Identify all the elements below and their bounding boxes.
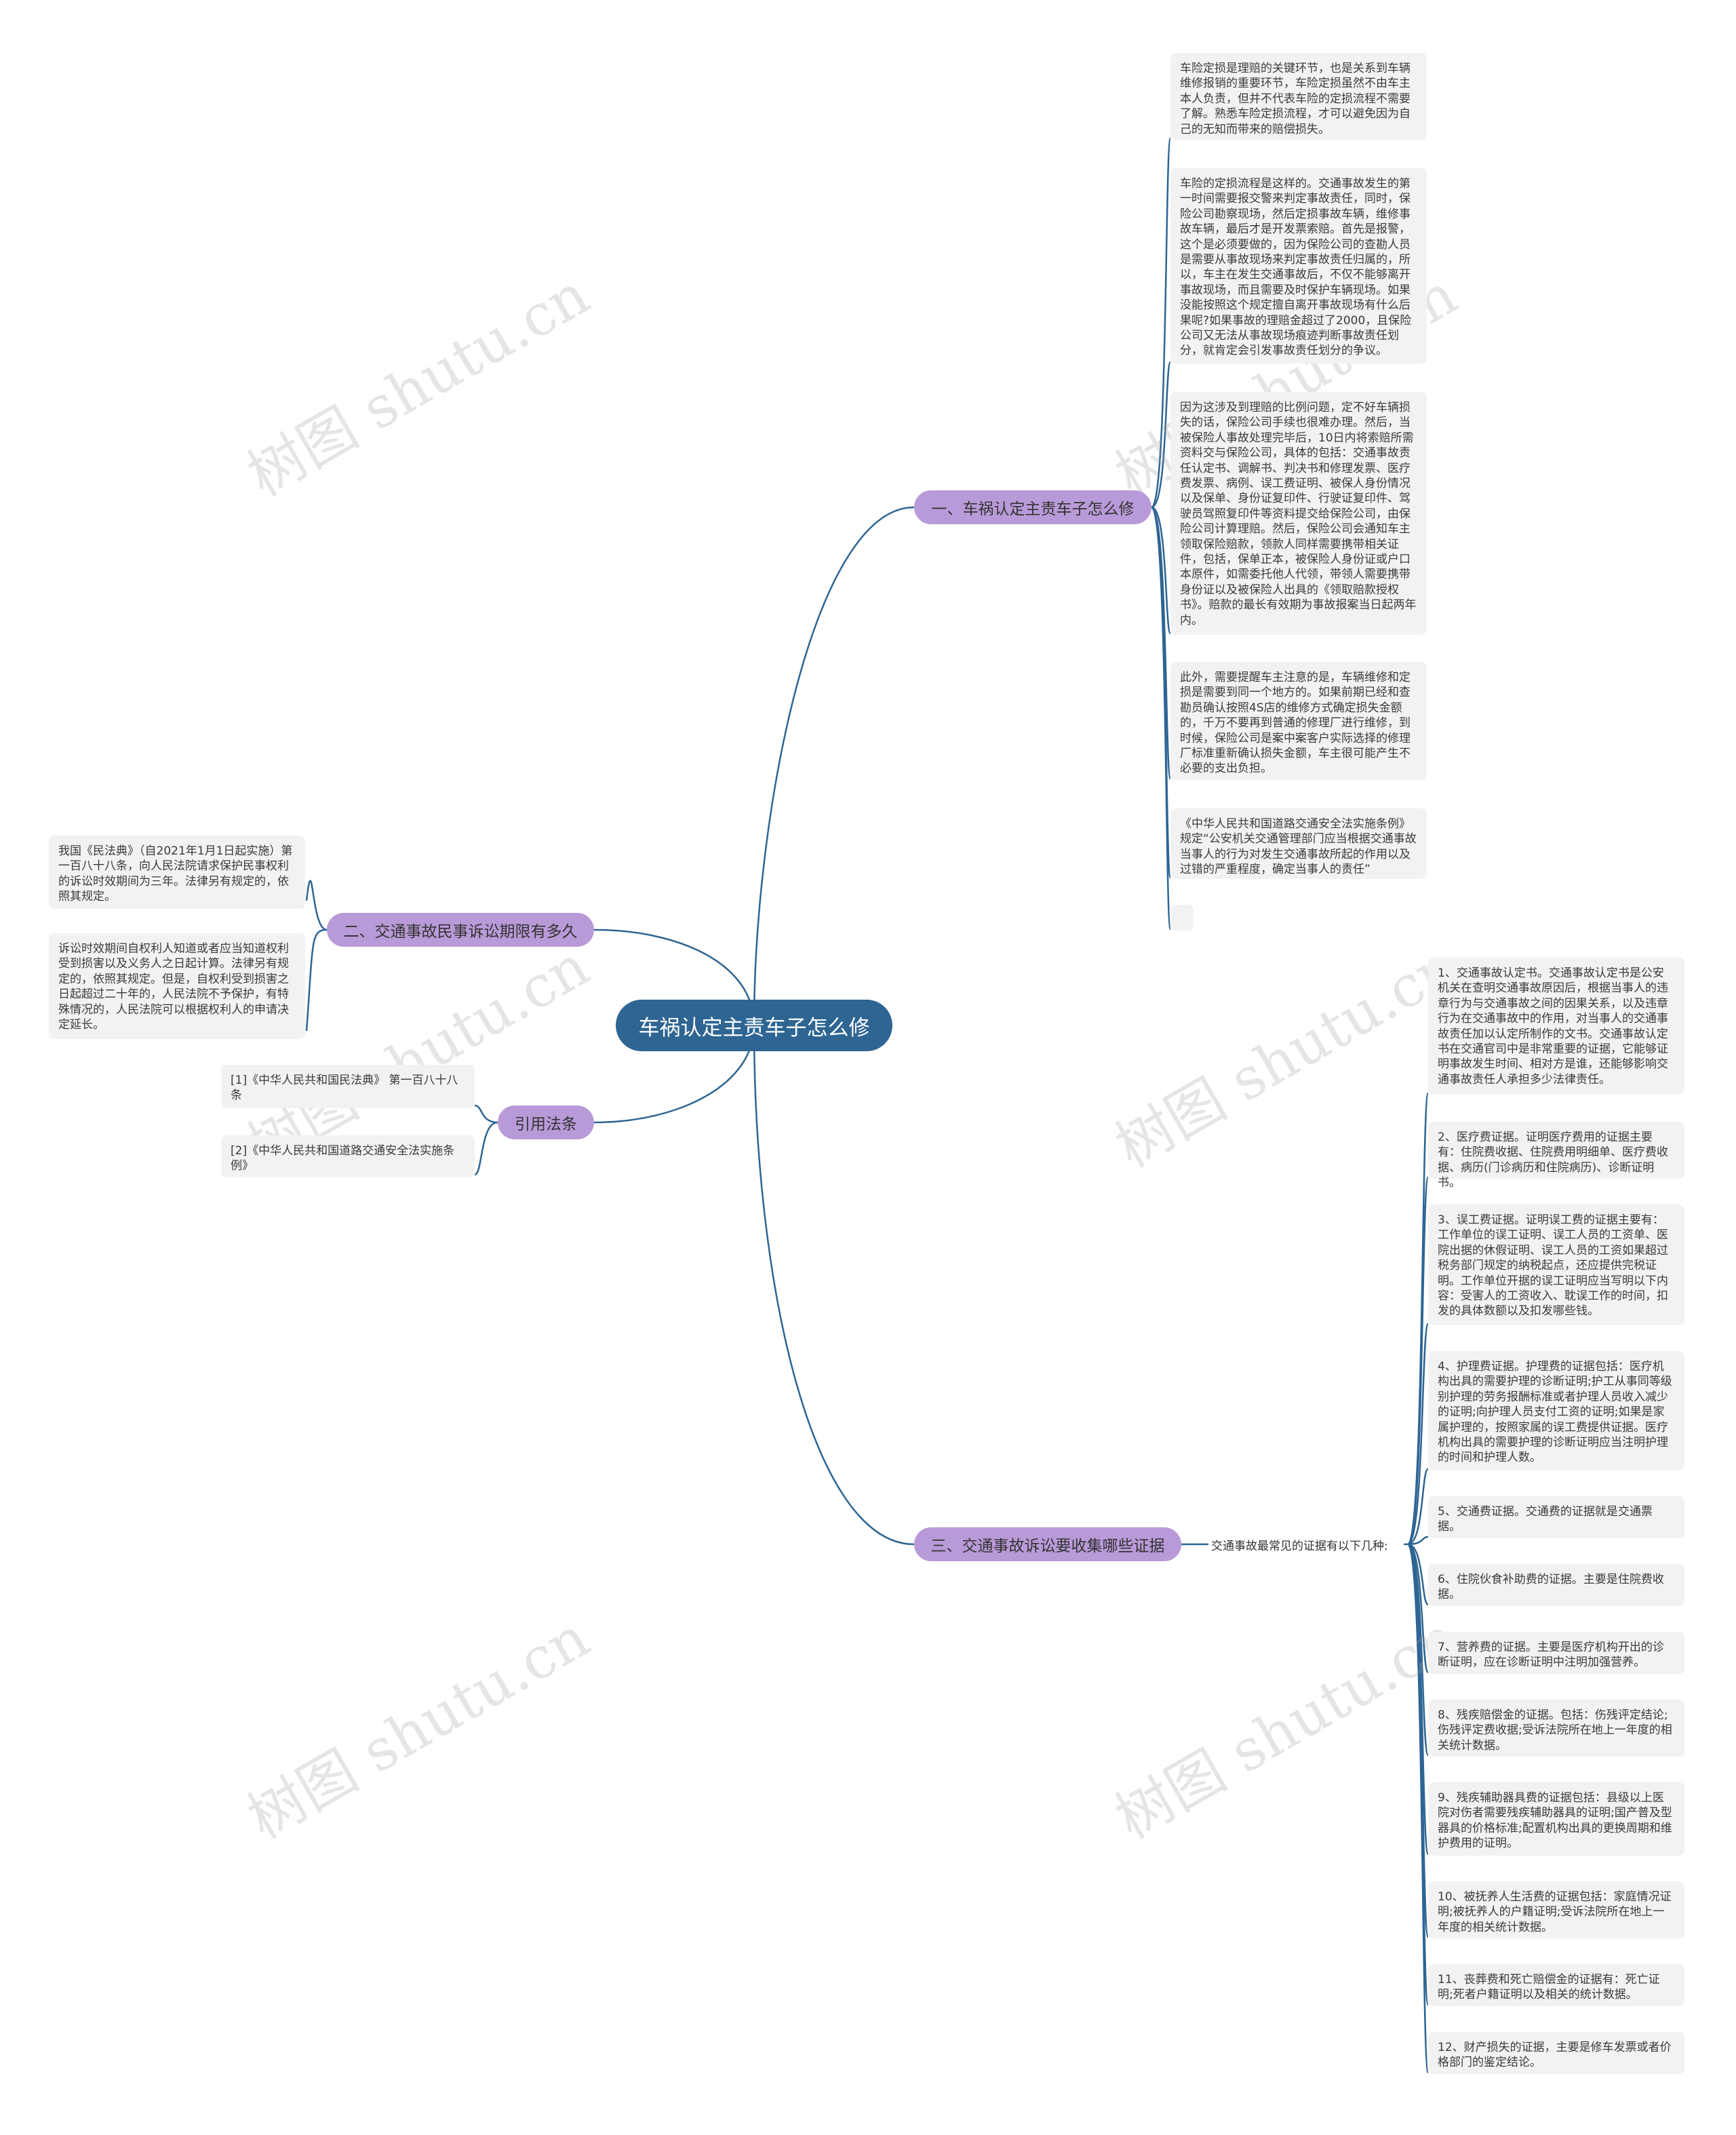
connector-branch4-leaf bbox=[1407, 1543, 1429, 1757]
connector-branch4-leaf bbox=[1407, 1543, 1429, 1674]
leaf-note[interactable]: 诉讼时效期间自权利人知道或者应当知道权利受到损害以及义务人之日起计算。法律另有规… bbox=[49, 933, 305, 1039]
connector-branch1-leaf bbox=[1150, 506, 1172, 931]
leaf-note[interactable]: [2]《中华人民共和国道路交通安全法实施条例》 bbox=[221, 1135, 475, 1177]
leaf-note[interactable]: 4、护理费证据。护理费的证据包括：医疗机构出具的需要护理的诊断证明;护工从事同等… bbox=[1428, 1351, 1684, 1470]
leaf-note-empty[interactable] bbox=[1170, 905, 1194, 931]
connector-branch4-leaf bbox=[1407, 1468, 1429, 1546]
branch-topic-3[interactable]: 引用法条 bbox=[498, 1105, 594, 1139]
leaf-note[interactable]: 6、住院伙食补助费的证据。主要是住院费收据。 bbox=[1428, 1564, 1684, 1606]
connector-branch4-leaf bbox=[1407, 1543, 1429, 1606]
leaf-note[interactable]: 因为这涉及到理赔的比例问题，定不好车辆损失的话，保险公司手续也很难办理。然后，当… bbox=[1170, 392, 1427, 635]
leaf-note[interactable]: 1、交通事故认定书。交通事故认定书是公安机关在查明交通事故原因后，根据当事人的违… bbox=[1428, 958, 1684, 1095]
branch-topic-4[interactable]: 三、交通事故诉讼要收集哪些证据 bbox=[914, 1527, 1181, 1561]
connector-branch1-leaf bbox=[1151, 506, 1172, 635]
leaf-note[interactable]: 我国《民法典》（自2021年1月1日起实施）第一百八十八条，向人民法院请求保护民… bbox=[49, 836, 305, 909]
connector-branch1-leaf bbox=[1150, 506, 1172, 780]
leaf-note[interactable]: 5、交通费证据。交通费的证据就是交通票据。 bbox=[1428, 1496, 1684, 1538]
leaf-note[interactable]: 《中华人民共和国道路交通安全法实施条例》规定“公安机关交通管理部门应当根据交通事… bbox=[1170, 808, 1427, 879]
connector-branch1-leaf bbox=[1150, 137, 1172, 509]
leaf-note[interactable]: 12、财产损失的证据，主要是修车发票或者价格部门的鉴定结论。 bbox=[1428, 2032, 1684, 2074]
connector-branch4-leaf bbox=[1407, 1535, 1429, 1546]
connector-branch4-leaf bbox=[1406, 1176, 1429, 1546]
branch-sublabel[interactable]: 交通事故最常见的证据有以下几种: bbox=[1211, 1539, 1388, 1553]
connector-branch4-leaf bbox=[1407, 1323, 1429, 1546]
leaf-note[interactable]: 此外，需要提醒车主注意的是，车辆维修和定损是需要到同一个地方的。如果前期已经和查… bbox=[1170, 662, 1427, 780]
connector-branch2-leaf bbox=[305, 880, 328, 931]
connector-root-branch1 bbox=[753, 506, 915, 1026]
connector-branch2-leaf bbox=[305, 928, 328, 1032]
leaf-note[interactable]: 车险定损是理赔的关键环节，也是关系到车辆维修报销的重要环节，车险定损虽然不由车主… bbox=[1170, 53, 1427, 140]
leaf-note[interactable]: 10、被抚养人生活费的证据包括：家庭情况证明;被抚养人的户籍证明;受诉法院所在地… bbox=[1428, 1881, 1684, 1938]
connector-branch1-leaf bbox=[1151, 361, 1172, 509]
connector-branch3-leaf bbox=[474, 1104, 498, 1124]
connector-root-branch4 bbox=[753, 1025, 915, 1546]
leaf-note[interactable]: 3、误工费证据。证明误工费的证据主要有：工作单位的误工证明、误工人员的工资单、医… bbox=[1428, 1204, 1684, 1325]
connector-branch4-leaf bbox=[1406, 1543, 1429, 2074]
leaf-note[interactable]: 11、丧葬费和死亡赔偿金的证据有：死亡证明;死者户籍证明以及相关的统计数据。 bbox=[1428, 1964, 1684, 2006]
branch-topic-2[interactable]: 二、交通事故民事诉讼期限有多久 bbox=[327, 913, 594, 947]
root-topic[interactable]: 车祸认定主责车子怎么修 bbox=[616, 1000, 892, 1051]
leaf-note[interactable]: 7、营养费的证据。主要是医疗机构开出的诊断证明，应在诊断证明中注明加强营养。 bbox=[1428, 1632, 1684, 1674]
leaf-note[interactable]: 9、残疾辅助器具费的证据包括：县级以上医院对伤者需要残疾辅助器具的证明;国产普及… bbox=[1428, 1782, 1684, 1856]
leaf-note[interactable]: 车险的定损流程是这样的。交通事故发生的第一时间需要报交警来判定事故责任，同时，保… bbox=[1170, 168, 1427, 364]
leaf-note[interactable]: 8、残疾赔偿金的证据。包括：伤残评定结论;伤残评定费收据;受诉法院所在地上一年度… bbox=[1428, 1700, 1684, 1757]
leaf-note[interactable]: [1]《中华人民共和国民法典》 第一百八十八条 bbox=[221, 1065, 475, 1108]
leaf-note[interactable]: 2、医疗费证据。证明医疗费用的证据主要有：住院费收据、住院费用明细单、医疗费收据… bbox=[1428, 1122, 1684, 1190]
connector-branch3-leaf bbox=[474, 1121, 498, 1176]
branch-topic-1[interactable]: 一、车祸认定主责车子怎么修 bbox=[914, 490, 1151, 524]
